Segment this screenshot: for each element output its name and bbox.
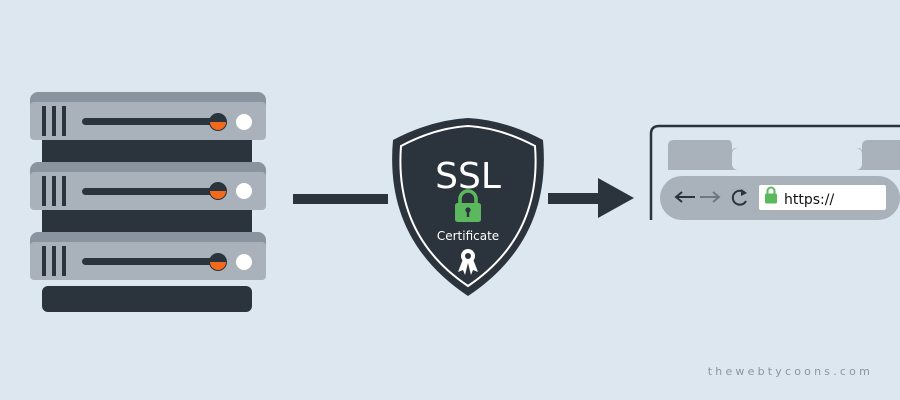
server-unit-3 xyxy=(30,232,266,280)
forward-button[interactable] xyxy=(700,191,721,203)
url-text[interactable]: https:// xyxy=(784,192,834,208)
server-rack xyxy=(30,92,266,312)
arrow-right-icon xyxy=(548,178,634,218)
browser-frame xyxy=(649,124,900,220)
award-ribbon-icon xyxy=(458,249,478,275)
address-bar[interactable] xyxy=(759,185,886,210)
browser-window: https:// xyxy=(649,124,900,220)
back-button[interactable] xyxy=(674,191,695,203)
drive-bay-slot xyxy=(82,258,222,265)
padlock-icon xyxy=(455,189,481,222)
address-lock-icon xyxy=(765,186,777,204)
connector-line xyxy=(293,194,388,204)
server-unit-1 xyxy=(30,92,266,164)
browser-tab[interactable] xyxy=(732,148,862,170)
server-unit-2 xyxy=(30,162,266,234)
drive-bay-slot xyxy=(82,118,222,125)
shield-ring xyxy=(399,124,537,288)
watermark: thewebtycoons.com xyxy=(707,365,873,378)
reload-button[interactable] xyxy=(731,189,747,206)
drive-bay-slot xyxy=(82,188,222,195)
certificate-label: Certificate xyxy=(437,229,499,243)
ssl-badge: SSL Certificate xyxy=(392,118,544,296)
power-led xyxy=(236,114,252,130)
server-base xyxy=(42,286,252,312)
power-led xyxy=(236,183,252,199)
power-led xyxy=(236,254,252,270)
